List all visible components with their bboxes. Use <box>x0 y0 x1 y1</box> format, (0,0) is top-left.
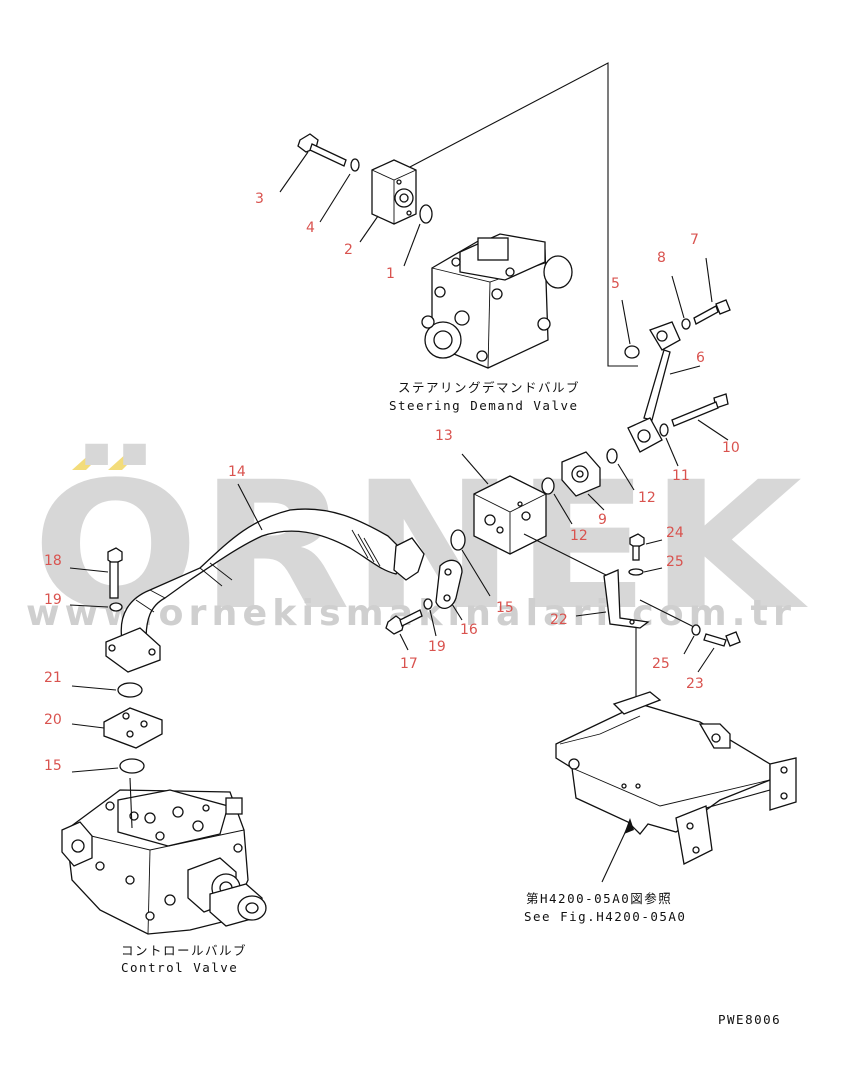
part-21-o-ring <box>71 682 143 698</box>
part-10-bolt <box>671 393 729 441</box>
part-label-12b: 12 <box>570 528 588 544</box>
part-label-2: 2 <box>344 242 353 258</box>
part-17-bolt <box>385 609 423 651</box>
part-11-washer <box>659 423 679 467</box>
part-label-11: 11 <box>672 468 690 484</box>
hose-lower-flange <box>105 627 161 673</box>
part-25-washer-upper <box>628 567 663 576</box>
part-5-o-ring <box>621 299 640 359</box>
part-19-washer-left <box>69 602 123 612</box>
caption-control-jp: コントロールバルブ <box>121 943 247 958</box>
part-3-bolt <box>279 133 347 193</box>
part-18-bolt <box>69 547 123 599</box>
part-label-12a: 12 <box>638 490 656 506</box>
part-label-16: 16 <box>460 622 478 638</box>
part-15-o-ring-upper <box>450 529 491 597</box>
part-14-hose <box>120 483 425 641</box>
caption-seefig-jp: 第H4200-05A0図参照 <box>526 891 672 906</box>
part-19-washer-right <box>423 598 437 637</box>
part-12-o-rings <box>541 448 635 525</box>
part-9-flange <box>561 451 605 511</box>
part-label-19a: 19 <box>44 592 62 608</box>
part-label-9: 9 <box>598 512 607 528</box>
part-label-25a: 25 <box>666 554 684 570</box>
watermark-accent-mark <box>72 452 104 470</box>
part-13-block <box>461 453 613 579</box>
part-8-washer <box>671 275 691 330</box>
part-label-5: 5 <box>611 276 620 292</box>
part-label-18: 18 <box>44 553 62 569</box>
part-label-20: 20 <box>44 712 62 728</box>
part-label-4: 4 <box>306 220 315 236</box>
steering-demand-valve <box>407 62 638 369</box>
part-1-o-ring <box>403 204 433 267</box>
part-25-washer-lower <box>683 624 701 655</box>
part-label-8: 8 <box>657 250 666 266</box>
part-15-o-ring-lower <box>71 758 145 774</box>
caption-seefig-en: See Fig.H4200-05A0 <box>524 909 686 924</box>
part-label-1: 1 <box>386 266 395 282</box>
part-label-15b: 15 <box>44 758 62 774</box>
part-label-17: 17 <box>400 656 418 672</box>
part-2-flange-block <box>359 159 417 243</box>
part-label-7: 7 <box>690 232 699 248</box>
part-label-6: 6 <box>696 350 705 366</box>
part-label-22: 22 <box>550 612 568 628</box>
part-7-bolt <box>693 257 731 325</box>
part-6-elbow-tube <box>627 321 701 453</box>
watermark-accent-mark <box>108 452 140 470</box>
part-label-3: 3 <box>255 191 264 207</box>
caption-control-en: Control Valve <box>121 960 238 975</box>
part-label-25b: 25 <box>652 656 670 672</box>
frame-assembly <box>555 691 797 883</box>
part-label-24: 24 <box>666 525 684 541</box>
part-4-washer <box>319 158 360 223</box>
part-20-plate <box>71 707 163 749</box>
part-label-10: 10 <box>722 440 740 456</box>
part-label-14: 14 <box>228 464 246 480</box>
part-label-19b: 19 <box>428 639 446 655</box>
part-label-13: 13 <box>435 428 453 444</box>
part-label-21: 21 <box>44 670 62 686</box>
part-23-bolt <box>697 631 741 673</box>
part-label-23: 23 <box>686 676 704 692</box>
drawing-code: PWE8006 <box>718 1012 781 1027</box>
control-valve <box>61 777 267 935</box>
part-24-bolt <box>629 533 663 561</box>
part-16-split-flange <box>435 559 463 621</box>
part-label-15a: 15 <box>496 600 514 616</box>
caption-steering-en: Steering Demand Valve <box>389 398 579 413</box>
caption-steering-jp: ステアリングデマンドバルブ <box>398 380 580 395</box>
